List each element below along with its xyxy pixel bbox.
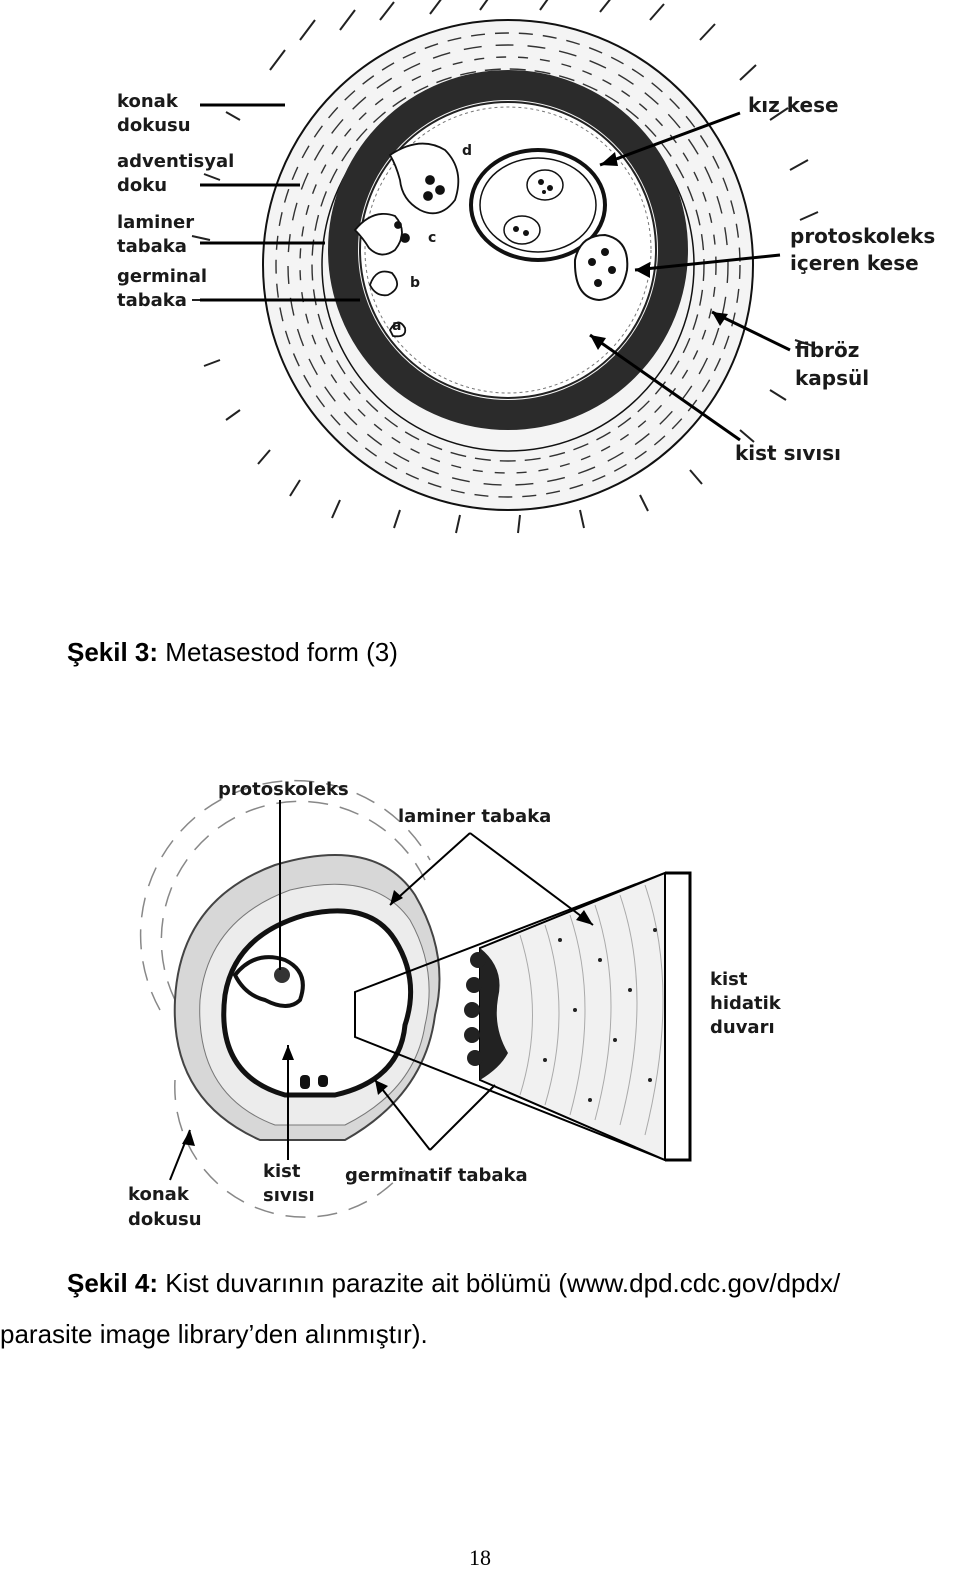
figure-3-arrowheads <box>590 152 728 350</box>
figure-3-leader-lines <box>200 103 791 442</box>
label-laminated-layer: laminer tabaka <box>398 806 551 827</box>
label-adventitial-tissue: adventisyal doku <box>117 151 241 196</box>
label-stage-b: b <box>410 275 420 291</box>
label-germinal-layer: germinal tabaka <box>117 266 213 311</box>
label-fibrous-capsule: fibröz kapsül <box>795 338 869 390</box>
figure-3-caption: Şekil 3: Metasestod form (3) <box>67 637 398 667</box>
label-stage-a: a <box>392 318 401 334</box>
label-daughter-cyst: kız kese <box>748 93 839 117</box>
page-number: 18 <box>469 1545 491 1570</box>
brood-buds <box>300 1075 328 1089</box>
figure-4-caption-line-1: Şekil 4: Kist duvarının parazite ait böl… <box>67 1268 840 1298</box>
laminated-layer <box>328 70 688 430</box>
label-host-tissue: konak dokusu <box>117 91 191 136</box>
germinal-layer-enlarged <box>480 948 508 1080</box>
label-brood-capsule: protoskoleks içeren kese <box>790 224 942 275</box>
figure-4-leader-lines <box>169 800 594 1181</box>
host-tissue-arcs <box>139 779 431 1218</box>
protoscolex <box>232 955 305 1008</box>
label-protoscolex: protoskoleks <box>218 779 349 800</box>
label-cyst-fluid: kist sıvısı <box>735 441 841 465</box>
wall-texture <box>519 884 664 1136</box>
figure-4-caption-text: Kist duvarının parazite ait bölümü (www.… <box>158 1268 841 1298</box>
germinal-bumps <box>464 952 486 1066</box>
figure-3-caption-text: Metasestod form (3) <box>158 637 398 667</box>
label-stage-c: c <box>428 230 436 246</box>
wall-dots <box>543 928 657 1102</box>
label-stage-d: d <box>462 143 472 159</box>
label-laminated-layer: laminer tabaka <box>117 212 200 257</box>
wall-bracket <box>665 871 692 1162</box>
figure-4-hydatid-wall-diagram: protoskoleks laminer tabaka kist hidatik… <box>128 779 787 1230</box>
label-hydatid-cyst-wall: kist hidatik duvarı <box>710 969 787 1038</box>
figure-3-caption-prefix: Şekil 3: <box>67 637 159 667</box>
figure-4-caption-line-2: parasite image library’den alınmıştır). <box>0 1319 428 1349</box>
figure-4-arrowheads <box>182 890 593 1146</box>
daughter-cyst <box>469 148 607 262</box>
figure-3-metacestode-diagram: konak dokusu adventisyal doku laminer ta… <box>117 0 942 534</box>
budding-stages <box>353 142 460 338</box>
label-host-tissue: konak dokusu <box>128 1184 202 1230</box>
brood-capsule <box>573 233 629 302</box>
label-cyst-fluid: kist sıvısı <box>263 1161 315 1206</box>
label-germinative-layer: germinatif tabaka <box>345 1165 528 1186</box>
adventitial-layer-texture <box>275 32 741 498</box>
figure-4-caption-prefix: Şekil 4: <box>67 1268 159 1298</box>
